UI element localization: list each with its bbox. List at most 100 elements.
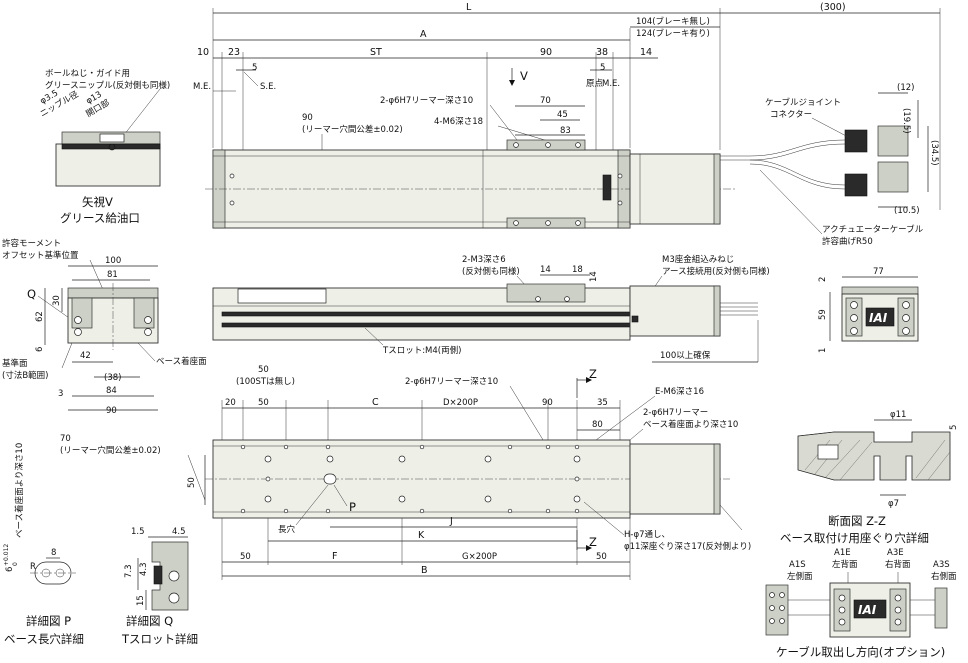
dim-50-left: 50	[240, 552, 251, 562]
no-100st-label: (100STは無し)	[236, 376, 295, 387]
moment-offset-label: 許容モーメント	[2, 238, 61, 249]
dim-C: C	[372, 397, 379, 408]
h-phi11-label: φ11深座ぐり深さ17(反対側より)	[624, 541, 751, 552]
dim-90-end: 90	[106, 406, 117, 416]
m3-depth-label: 2-M3深さ6	[462, 255, 506, 265]
section-z-subtitle: ベース取付け用座ぐり穴詳細	[780, 531, 929, 545]
z-marker-top: Z	[589, 367, 597, 381]
dim-42: 42	[80, 351, 91, 361]
slot-label: 長穴	[278, 524, 296, 535]
top-view: L (300) A 104(ブレーキ無し) 124(ブレーキ有り) 10 23 …	[193, 2, 941, 247]
p-base-depth: ベース着座面より深さ10	[14, 443, 25, 538]
dim-35: 35	[597, 398, 608, 408]
detail-q-subtitle: Tスロット詳細	[121, 632, 198, 646]
dim-B: B	[421, 565, 428, 576]
dim-84: 84	[106, 386, 117, 396]
section-z-z: φ11 5 φ7 断面図 Z-Z ベース取付け用座ぐり穴詳細	[780, 410, 959, 545]
detail-p-title: 詳細図 P	[26, 614, 71, 628]
dim-81: 81	[107, 270, 118, 280]
offset-ref-label: オフセット基準位置	[2, 250, 79, 261]
dim-30: 30	[52, 295, 62, 306]
me-right-label: M.E.	[602, 79, 620, 89]
side-view: 2-M3深さ6 (反対側も同様) 14 18 14 M3座金組込みねじ アース接…	[212, 254, 770, 363]
dim-18: 18	[572, 265, 583, 275]
section-z-title: 断面図 Z-Z	[828, 514, 886, 528]
a3s-position: 右側面	[931, 571, 957, 582]
base-mount-label: ベース着座面	[156, 356, 207, 367]
p-tolerance-upper: +0.012	[3, 544, 10, 566]
ball-screw-label: ボールねじ・ガイド用	[45, 68, 130, 79]
view-v-title: 矢視V	[82, 195, 113, 209]
dim-45: 45	[557, 110, 568, 120]
bottom-holes	[240, 444, 581, 514]
a3e-code: A3E	[887, 548, 904, 558]
dim-50-right: 50	[596, 552, 607, 562]
right-end-view: 77 IAI 2 59 1	[818, 267, 919, 353]
bottom-view: 50 (100STは無し) 20 50 C D×200P 90 35 80 2-…	[60, 365, 751, 580]
phi11-label: φ11	[890, 410, 906, 420]
t-slot-label: Tスロット:M4(両側)	[382, 345, 461, 356]
reamer-6h7-label: 2-φ6H7リーマー深さ10	[380, 96, 473, 106]
dim-6: 6	[35, 347, 45, 352]
dim-62: 62	[35, 311, 45, 322]
dim-10: 10	[197, 47, 209, 58]
dim-90-bottom: 90	[542, 398, 553, 408]
h-phi7-label: H-φ7通し、	[624, 529, 670, 540]
a1e-position: 左背面	[832, 559, 858, 570]
dim-12: (12)	[897, 83, 914, 93]
dim-L: L	[466, 2, 472, 13]
m3-screw-label: M3座金組込みねじ	[662, 254, 734, 265]
dim-38: 38	[596, 47, 608, 58]
dim-A: A	[420, 29, 427, 40]
phi7-label: φ7	[888, 499, 899, 509]
view-v-subtitle: グリース給油口	[60, 211, 140, 225]
reamer-pitch-90: 90	[302, 113, 313, 123]
dim-4-3: 4.3	[139, 562, 149, 576]
dim-100: 100	[105, 256, 121, 266]
dim-70-bottom: 70	[60, 434, 71, 444]
dim-90: 90	[540, 47, 552, 58]
dim-ST: ST	[370, 47, 382, 58]
cable-connector-b	[844, 173, 868, 197]
cable-joint-label: ケーブルジョイント	[765, 97, 841, 108]
cable-dir-title: ケーブル取出し方向(オプション)	[776, 645, 945, 659]
dim-50-side: 50	[187, 477, 197, 488]
grease-nipple-label: グリースニップル(反対側も同様)	[45, 80, 170, 91]
p-marker: P	[349, 500, 356, 514]
dim-20: 20	[225, 398, 236, 408]
view-v-marker: V	[520, 69, 528, 83]
dim-F: F	[332, 551, 337, 562]
dim-83: 83	[560, 126, 571, 136]
dim-G200P: G×200P	[462, 552, 497, 562]
dim-77: 77	[873, 267, 884, 277]
view-v-detail: ボールねじ・ガイド用 グリースニップル(反対側も同様) φ3.5 ニップル径 φ…	[38, 68, 170, 225]
brake-none-label: 104(ブレーキ無し)	[636, 16, 710, 27]
e-m6-label: E-M6深さ16	[655, 387, 704, 397]
a3e-position: 右背面	[885, 559, 911, 570]
dim-19-5: (19.5)	[901, 108, 911, 134]
left-end-view: 許容モーメント オフセット基準位置 100 81 Q 30 62 6 42 (3…	[2, 238, 207, 416]
z-marker-bottom: Z	[589, 535, 597, 549]
m3-opposite-label: (反対側も同様)	[462, 266, 520, 277]
dim-23: 23	[228, 47, 240, 58]
a1s-position: 左側面	[787, 571, 813, 582]
dim-59: 59	[818, 309, 828, 320]
dim-70: 70	[540, 96, 551, 106]
actuator-cable-label: アクチュエーターケーブル	[822, 224, 924, 235]
dim-5-right: 5	[600, 63, 605, 73]
a3s-code: A3S	[933, 560, 950, 570]
origin-label: 原点	[586, 79, 604, 89]
dim-38p: (38)	[104, 373, 121, 383]
dim-K: K	[418, 530, 425, 541]
brake-with-label: 124(ブレーキ有り)	[636, 28, 710, 39]
dim-34-5: (34.5)	[929, 140, 939, 166]
me-left-label: M.E.	[193, 82, 211, 92]
reamer-pitch-tol: (リーマー穴間公差±0.02)	[302, 124, 403, 135]
dim-2: 2	[818, 277, 828, 282]
dim-1: 1	[818, 348, 828, 353]
detail-q-title: 詳細図 Q	[126, 614, 173, 628]
dim-10-5: (10.5)	[894, 206, 920, 216]
dim-14-b: 14	[589, 271, 599, 282]
dim-7-3: 7.3	[124, 564, 134, 578]
